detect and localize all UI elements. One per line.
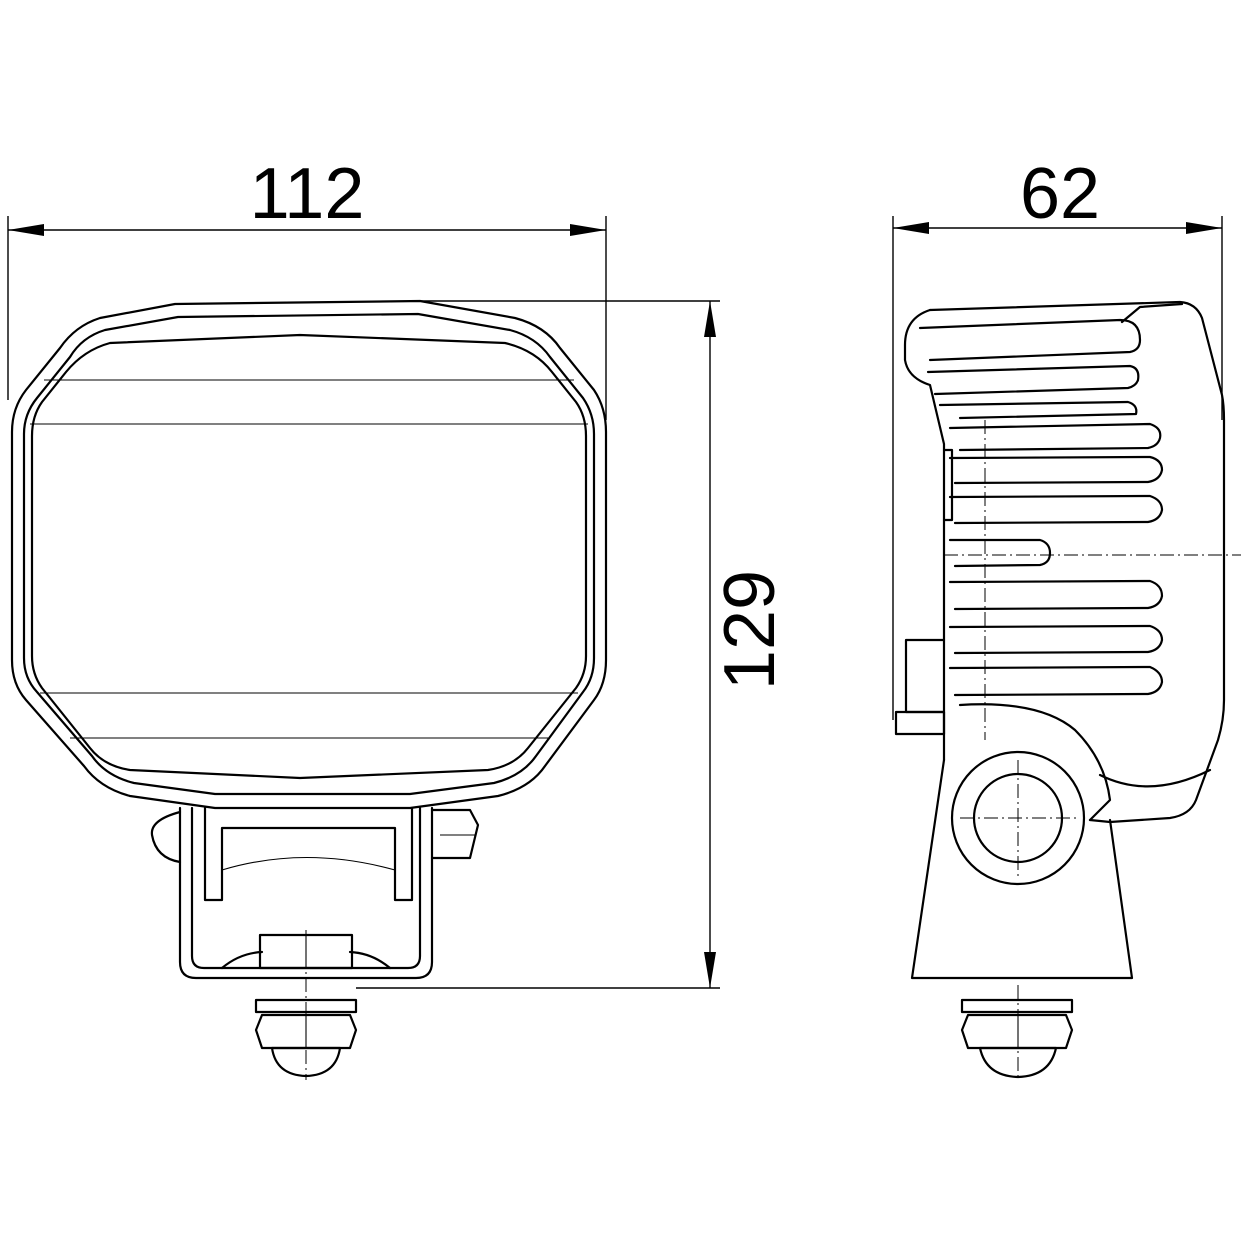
side-depth-label: 62 <box>1020 154 1100 234</box>
side-view <box>894 300 1241 1080</box>
dimension-front-width: 112 <box>7 154 607 420</box>
side-pivot-outer <box>950 750 1086 886</box>
front-housing-inner-outline <box>22 312 596 796</box>
width-arrow-left <box>8 224 44 236</box>
front-width-label: 112 <box>250 154 365 234</box>
fin-top-1 <box>918 318 1142 362</box>
height-arrow-top <box>704 301 716 337</box>
stud-washer <box>254 998 358 1014</box>
fin-top-2 <box>926 364 1140 396</box>
top-step <box>1120 302 1184 324</box>
front-housing-outline <box>10 299 608 810</box>
front-view <box>10 299 608 1080</box>
side-housing-outline <box>928 300 1226 824</box>
side-rear-curve <box>1098 768 1212 788</box>
bracket-yoke-curve <box>221 856 396 871</box>
fin-top-3 <box>938 400 1138 420</box>
bracket-yoke <box>203 806 414 902</box>
depth-arrow-right <box>1186 222 1222 234</box>
right-nut <box>430 808 480 860</box>
side-stud-nut <box>960 1013 1074 1050</box>
front-lens-outline <box>30 333 588 780</box>
side-fins <box>948 422 1164 697</box>
side-front-face <box>903 308 946 762</box>
front-height-label: 129 <box>710 570 790 690</box>
height-arrow-bottom <box>704 952 716 988</box>
side-connector-base <box>894 710 946 736</box>
dimension-side-depth: 62 <box>892 154 1223 720</box>
side-mount-base <box>910 758 1134 980</box>
left-knob <box>150 810 182 864</box>
bracket-nut <box>258 933 354 970</box>
side-connector <box>904 638 946 714</box>
stud-lower-nut <box>254 1013 358 1050</box>
bracket-base-curve <box>220 950 392 970</box>
side-front-tab <box>942 448 954 522</box>
side-rear-contour <box>958 703 1112 822</box>
dimension-front-height: 129 <box>356 300 790 989</box>
side-stud-washer <box>960 998 1074 1014</box>
depth-arrow-left <box>893 222 929 234</box>
width-arrow-right <box>570 224 606 236</box>
